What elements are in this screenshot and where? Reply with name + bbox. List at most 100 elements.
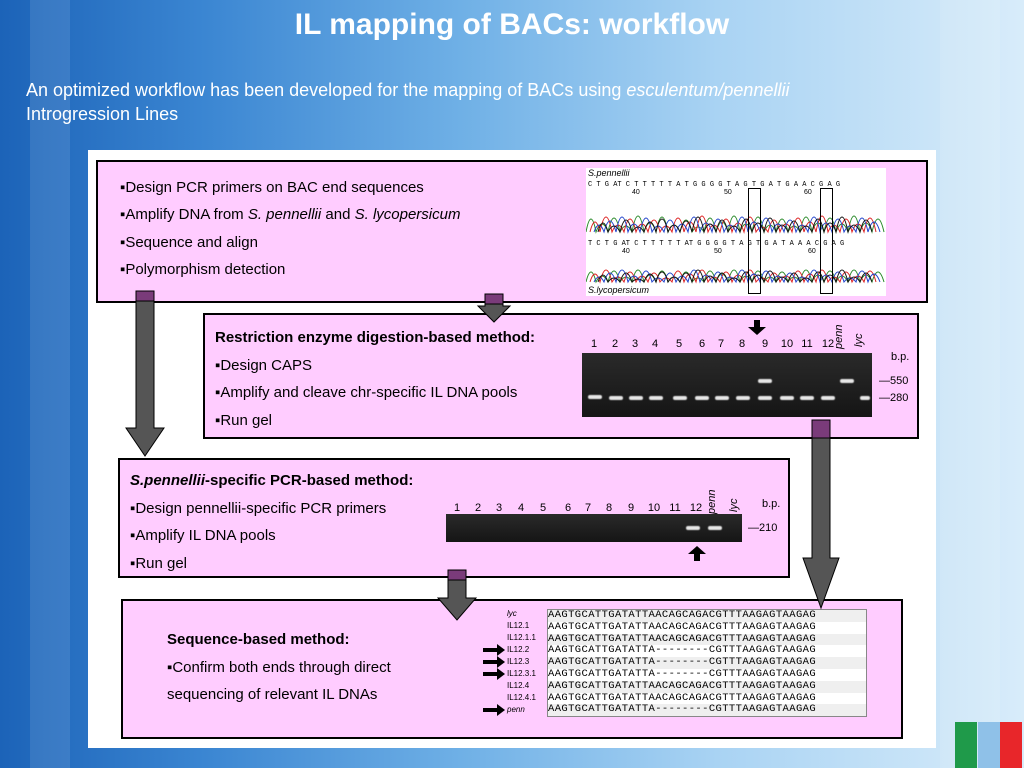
subtitle-text: An optimized workflow has been developed…: [26, 80, 627, 100]
row-label: lyc: [507, 609, 517, 618]
right-arrow-icon: [483, 656, 505, 668]
lane-label: 6: [564, 502, 572, 514]
workflow-panel: ▪Design PCR primers on BAC end sequences…: [88, 150, 936, 748]
row-label: IL12.2: [507, 645, 530, 654]
lane-label: 9: [627, 502, 635, 514]
right-arrow-icon: [483, 704, 505, 716]
lane-label: 3: [631, 338, 639, 350]
chromatogram-seq-bottom: T C T G AT C T T T T T AT G G G G T A G …: [588, 240, 845, 248]
box-pcr-method: S.pennellii-specific PCR-based method: ▪…: [118, 458, 790, 578]
row-label: IL12.3: [507, 657, 530, 666]
bullet-sequence-align: ▪Sequence and align: [120, 234, 258, 251]
chromatogram-tick: 40: [632, 189, 640, 196]
lane-label: 2: [474, 502, 482, 514]
bullet-run-gel: ▪Run gel: [215, 412, 273, 429]
logo-red: [1000, 722, 1022, 768]
lane-label: 12: [689, 502, 703, 514]
snp-highlight-box: [820, 188, 833, 294]
alignment-row: AAGTGCATTGATATTA--------CGTTTAAGAGTAAGAG: [548, 644, 817, 657]
row-label: IL12.3.1: [507, 669, 536, 678]
chromatogram-label-bottom: S.lycopersicum: [588, 285, 650, 295]
chromatogram-tick: 40: [622, 248, 630, 255]
row-label: IL12.4.1: [507, 693, 536, 702]
alignment-row: AAGTGCATTGATATTAACAGCAGACGTTTAAGAGTAAGAG: [548, 680, 866, 693]
lane-label: 1: [590, 338, 598, 350]
lane-label: 11: [801, 338, 813, 350]
right-arrow-icon: [483, 668, 505, 680]
lane-label: 5: [675, 338, 683, 350]
bullet-run-gel: ▪Run gel: [130, 555, 188, 572]
alignment-row: AAGTGCATTGATATTAACAGCAGACGTTTAAGAGTAAGAG: [548, 691, 817, 704]
chromatogram-tick: 50: [714, 248, 722, 255]
bp-label: b.p.: [891, 351, 910, 363]
lane-label-lyc: lyc: [853, 333, 865, 347]
right-arrow-icon: [483, 644, 505, 656]
chromatogram-label-top: S.pennellii: [588, 168, 630, 178]
lane-label: 10: [647, 502, 661, 514]
chromatogram-trace-bottom: [586, 269, 885, 284]
chromatogram-tick: 60: [808, 248, 816, 255]
lane-label: 4: [517, 502, 525, 514]
row-label: IL12.1: [507, 621, 530, 630]
lane-label: 9: [761, 338, 769, 350]
slide-subtitle: An optimized workflow has been developed…: [26, 78, 1016, 126]
lane-label: 2: [611, 338, 619, 350]
bullet-polymorphism: ▪Polymorphism detection: [120, 261, 286, 278]
lane-label: 8: [738, 338, 746, 350]
alignment-row: AAGTGCATTGATATTA--------CGTTTAAGAGTAAGAG: [548, 656, 866, 669]
lane-label: 5: [539, 502, 547, 514]
chromatogram: S.pennellii C T G AT C T T T T T A T G G…: [586, 168, 886, 296]
row-label: penn: [507, 705, 525, 714]
sequence-line-1: ▪Confirm both ends through direct: [167, 659, 391, 676]
lane-label: 8: [605, 502, 613, 514]
lane-label: 7: [717, 338, 725, 350]
lane-label: 4: [651, 338, 659, 350]
lane-label: 10: [780, 338, 794, 350]
gel-image-pcr: [446, 514, 742, 542]
row-label: IL12.1.1: [507, 633, 536, 642]
marker-label: —280: [879, 392, 909, 404]
logo-green: [955, 722, 977, 768]
bp-label: b.p.: [762, 498, 781, 510]
lane-label-lyc: lyc: [728, 498, 740, 512]
sequence-line-2: sequencing of relevant IL DNAs: [167, 686, 378, 703]
bullet-design-pennellii-primers: ▪Design pennellii-specific PCR primers: [130, 500, 387, 517]
alignment-row: AAGTGCATTGATATTAACAGCAGACGTTTAAGAGTAAGAG: [548, 609, 866, 622]
alignment-row: AAGTGCATTGATATTA--------CGTTTAAGAGTAAGAG: [548, 667, 817, 680]
subtitle-italic: esculentum/pennellii: [626, 80, 790, 100]
down-arrow-icon: [125, 290, 165, 457]
chromatogram-trace-top: [586, 215, 885, 234]
bullet-amplify-il: ▪Amplify IL DNA pools: [130, 527, 276, 544]
bullet-amplify-cleave: ▪Amplify and cleave chr-specific IL DNA …: [215, 384, 518, 401]
gel-image-caps: [582, 353, 872, 417]
lane-label: 12: [821, 338, 835, 350]
marker-label: —550: [879, 375, 909, 387]
alignment-row: AAGTGCATTGATATTAACAGCAGACGTTTAAGAGTAAGAG: [548, 620, 817, 633]
marker-label: —210: [748, 522, 778, 534]
box-primer-design: ▪Design PCR primers on BAC end sequences…: [96, 160, 928, 303]
lane-label: 3: [495, 502, 503, 514]
down-arrow-icon: [802, 419, 840, 610]
pcr-heading: S.pennellii-specific PCR-based method:: [130, 472, 414, 489]
bullet-design-primers: ▪Design PCR primers on BAC end sequences: [120, 179, 424, 196]
slide-title: IL mapping of BACs: workflow: [294, 8, 730, 41]
lane-label: 1: [453, 502, 461, 514]
box-restriction-method: Restriction enzyme digestion-based metho…: [203, 313, 919, 439]
alignment-row: AAGTGCATTGATATTAACAGCAGACGTTTAAGAGTAAGAG: [548, 633, 866, 646]
box-sequence-method: Sequence-based method: ▪Confirm both end…: [121, 599, 903, 739]
snp-highlight-box: [748, 188, 761, 294]
sequence-heading: Sequence-based method:: [167, 631, 350, 648]
background-stripe: [30, 0, 70, 768]
chromatogram-tick: 60: [804, 189, 812, 196]
alignment-arrows: [483, 644, 505, 716]
background-stripe: [940, 0, 1000, 768]
restriction-heading: Restriction enzyme digestion-based metho…: [215, 329, 536, 346]
lane-label-penn: penn: [833, 324, 845, 349]
lane-label-penn: penn: [706, 489, 718, 514]
lane-label: 7: [584, 502, 592, 514]
row-label: IL12.4: [507, 681, 530, 690]
bullet-design-caps: ▪Design CAPS: [215, 357, 313, 374]
bullet-amplify-dna: ▪Amplify DNA from S. pennellii and S. ly…: [120, 206, 461, 223]
logo-blue: [978, 722, 1000, 768]
chromatogram-tick: 50: [724, 189, 732, 196]
